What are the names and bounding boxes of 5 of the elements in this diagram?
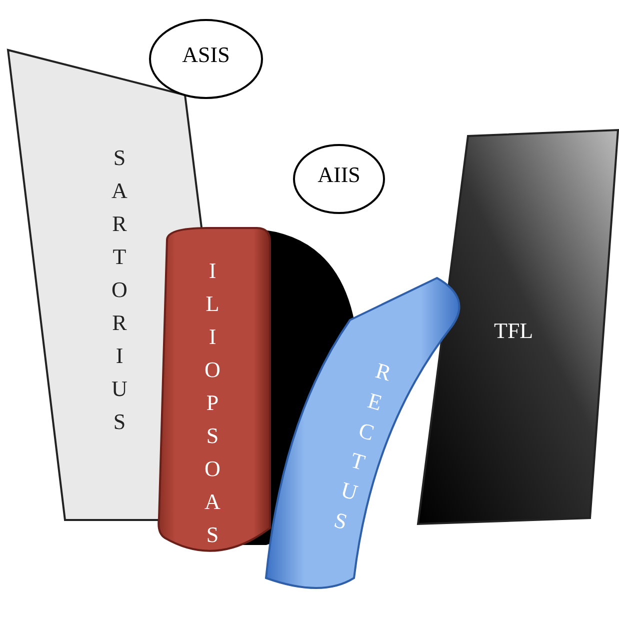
muscle-label: SARTORIUS: [106, 145, 132, 442]
landmark-label: AIIS: [316, 162, 362, 188]
muscle-label: TFL: [494, 318, 534, 344]
landmark-label: ASIS: [181, 42, 231, 68]
muscle-label: ILIOPSOAS: [199, 258, 225, 555]
